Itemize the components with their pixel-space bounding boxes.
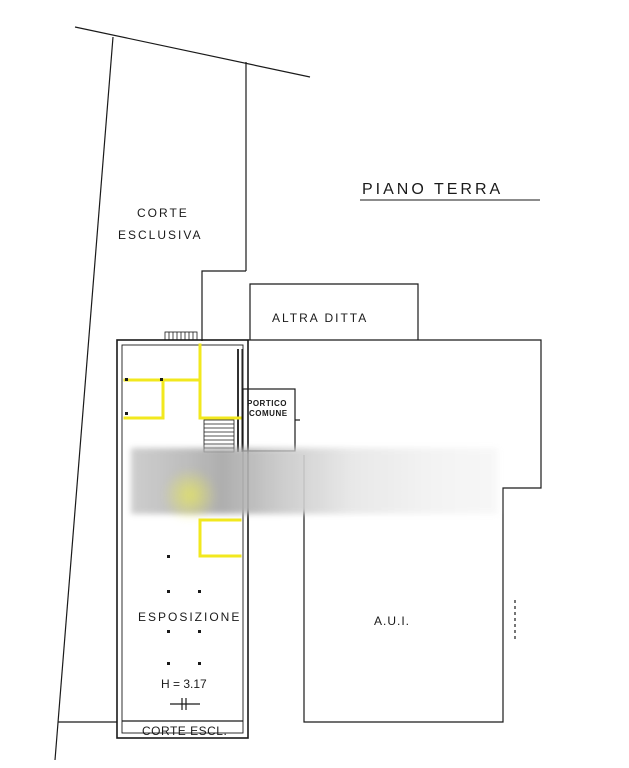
courtyard-bottom-label: CORTE ESCL. (142, 724, 228, 738)
floor-title: PIANO TERRA (362, 181, 504, 198)
courtyard-step-line (201, 270, 246, 341)
right-building-outline (248, 339, 542, 723)
column-markers (125, 378, 201, 665)
porch-label-line2: COMUNE (249, 409, 288, 418)
altra-ditta-outline (249, 283, 419, 340)
courtyard-label-line2: ESCLUSIVA (118, 228, 203, 242)
plan-lines (54, 26, 542, 761)
aui-label: A.U.I. (374, 614, 411, 628)
courtyard-label-line1: CORTE (137, 206, 189, 220)
height-label: H = 3.17 (161, 677, 207, 691)
other-company-label: ALTRA DITTA (272, 311, 369, 325)
boundary-top-line (74, 26, 311, 78)
porch-label-line1: PORTICO (247, 399, 287, 408)
redacted-area-glow (160, 470, 220, 520)
exhibition-label: ESPOSIZIONE (138, 610, 242, 624)
boundary-left-line (54, 36, 114, 761)
building-inner-wall (121, 344, 244, 734)
stair-top (164, 331, 198, 341)
